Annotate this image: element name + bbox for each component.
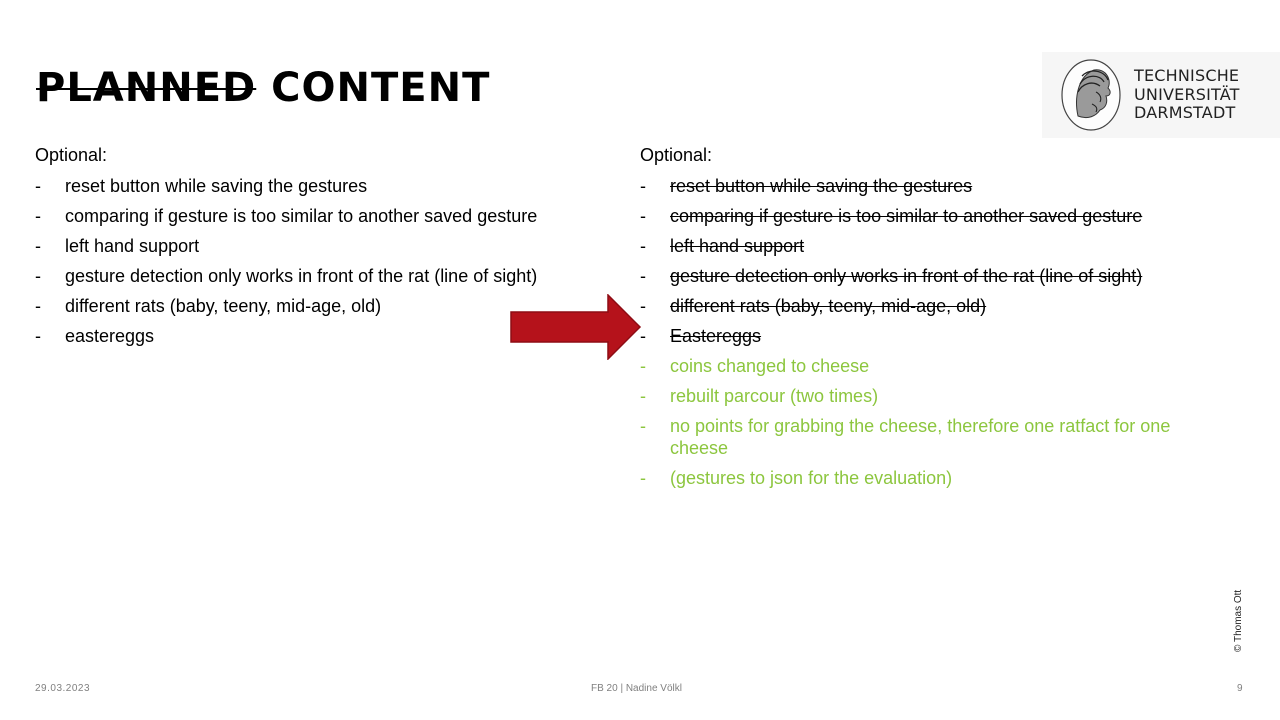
bullet-dash: - [35,265,41,286]
list-item-text: gesture detection only works in front of… [670,265,1143,286]
right-heading: Optional: [640,145,713,165]
bullet-dash: - [640,325,646,346]
list-item: - reset button while saving the gestures [35,175,555,198]
page-number: 9 [1237,683,1243,694]
slide-title: PLANNED CONTENT [36,64,490,112]
bullet-dash: - [640,295,646,316]
logo-line-3: DARMSTADT [1134,103,1236,123]
list-item: - comparing if gesture is too similar to … [35,205,555,228]
left-heading: Optional: [35,145,108,165]
list-item-text: left hand support [65,235,200,256]
list-item-text: (gestures to json for the evaluation) [670,468,953,488]
bullet-dash: - [35,295,41,316]
completed-list-item: - reset button while saving the gestures [640,175,1180,198]
list-item-text: gesture detection only works in front of… [65,265,538,286]
university-seal-icon [1061,59,1121,131]
completed-list-item: - comparing if gesture is too similar to … [640,205,1180,228]
completed-list-item: - Eastereggs [640,325,1180,348]
logo-wordmark: TECHNISCHE UNIVERSITÄT DARMSTADT [1134,67,1240,123]
bullet-dash: - [35,235,41,256]
list-item-text: rebuilt parcour (two times) [670,385,879,406]
new-list-item: - no points for grabbing the cheese, ther… [640,415,1180,460]
footer-date: 29.03.2023 [35,683,91,694]
bullet-dash: - [640,235,646,256]
list-item-text: coins changed to cheese [670,355,870,376]
right-arrow-icon [510,294,642,360]
title-struck-word: PLANNED [36,65,257,111]
list-item-text: Eastereggs [670,325,762,346]
university-logo: TECHNISCHE UNIVERSITÄT DARMSTADT [1042,52,1280,138]
list-item: - left hand support [35,235,555,258]
list-item-text: comparing if gesture is too similar to a… [670,205,1143,226]
bullet-dash: - [640,355,646,376]
list-item: - different rats (baby, teeny, mid-age, o… [35,295,555,318]
completed-list-item: - different rats (baby, teeny, mid-age, o… [640,295,1180,318]
new-list-item: - (gestures to json for the evaluation) [640,467,1180,490]
footer-author: FB 20 | Nadine Völkl [591,683,682,694]
bullet-dash: - [640,468,646,488]
copyright-note: © Thomas Ott [1233,589,1244,652]
bullet-dash: - [35,205,41,226]
list-item-text: different rats (baby, teeny, mid-age, ol… [65,295,382,316]
list-item-text: comparing if gesture is too similar to a… [65,205,538,226]
list-item-text: eastereggs [65,325,155,346]
list-item: - eastereggs [35,325,555,348]
list-item-text: reset button while saving the gestures [670,175,973,196]
logo-line-2: UNIVERSITÄT [1134,84,1240,104]
right-column: Optional: - reset button while saving the… [640,144,1180,497]
list-item-text: no points for grabbing the cheese, there… [670,415,1171,459]
left-column: Optional: - reset button while saving the… [35,144,555,355]
completed-list-item: - left hand support [640,235,1180,258]
list-item-text: reset button while saving the gestures [65,175,368,196]
completed-list-item: - gesture detection only works in front o… [640,265,1180,288]
title-rest: CONTENT [256,65,491,111]
bullet-dash: - [640,265,646,286]
logo-line-1: TECHNISCHE [1134,66,1240,86]
bullet-dash: - [35,325,41,346]
new-list-item: - rebuilt parcour (two times) [640,385,1180,408]
bullet-dash: - [35,175,41,196]
bullet-dash: - [640,385,646,406]
new-list-item: - coins changed to cheese [640,355,1180,378]
list-item-text: left hand support [670,235,805,256]
bullet-dash: - [640,205,646,226]
bullet-dash: - [640,415,646,436]
list-item-text: different rats (baby, teeny, mid-age, ol… [670,295,987,316]
list-item: - gesture detection only works in front o… [35,265,555,288]
bullet-dash: - [640,175,646,196]
